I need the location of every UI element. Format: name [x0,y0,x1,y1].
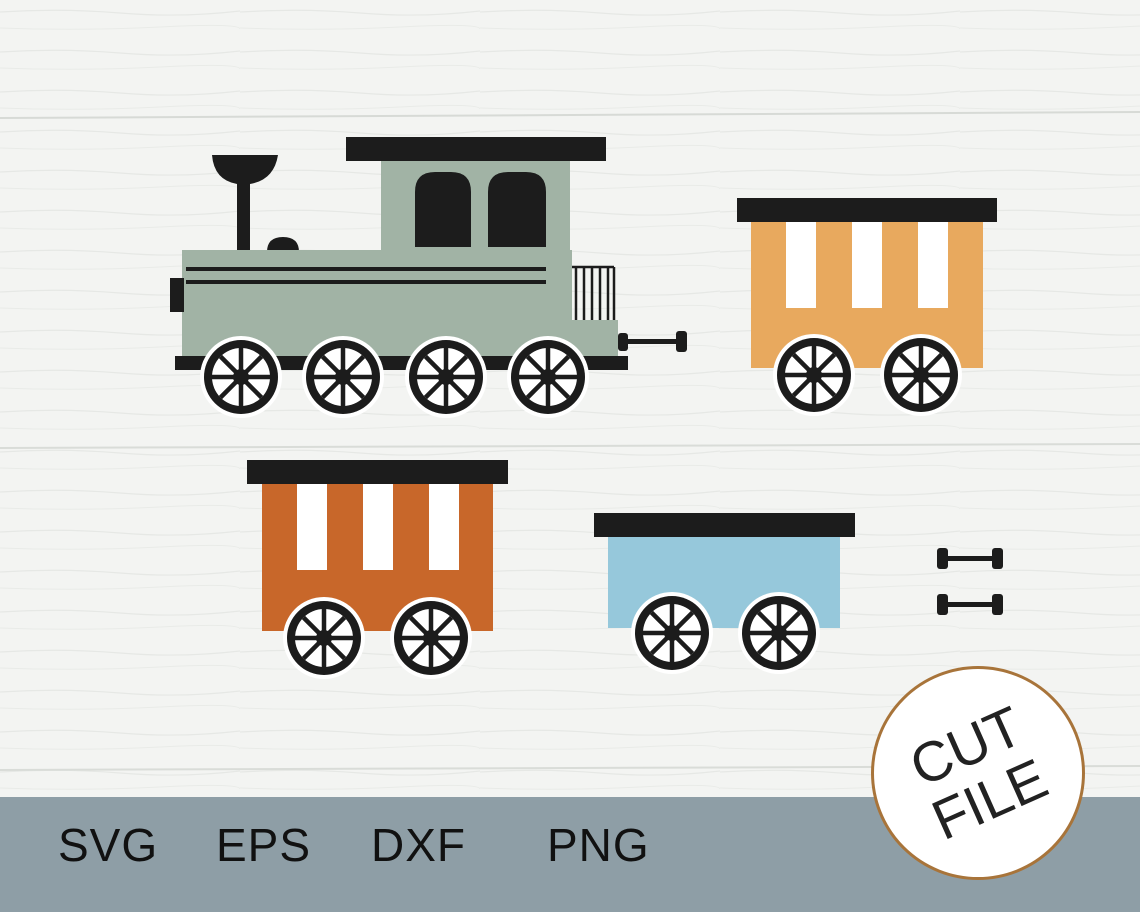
couplers [937,548,1003,615]
open-wagon-blue [594,513,855,674]
format-png-label: PNG [547,819,650,871]
cut-file-badge: CUT FILE [871,666,1085,880]
format-svg-label: SVG [58,819,159,871]
passenger-car-orange [737,198,997,416]
passenger-car-rust [247,460,508,679]
format-dxf-label: DXF [371,819,466,871]
format-eps-label: EPS [216,819,312,871]
locomotive [170,137,687,418]
